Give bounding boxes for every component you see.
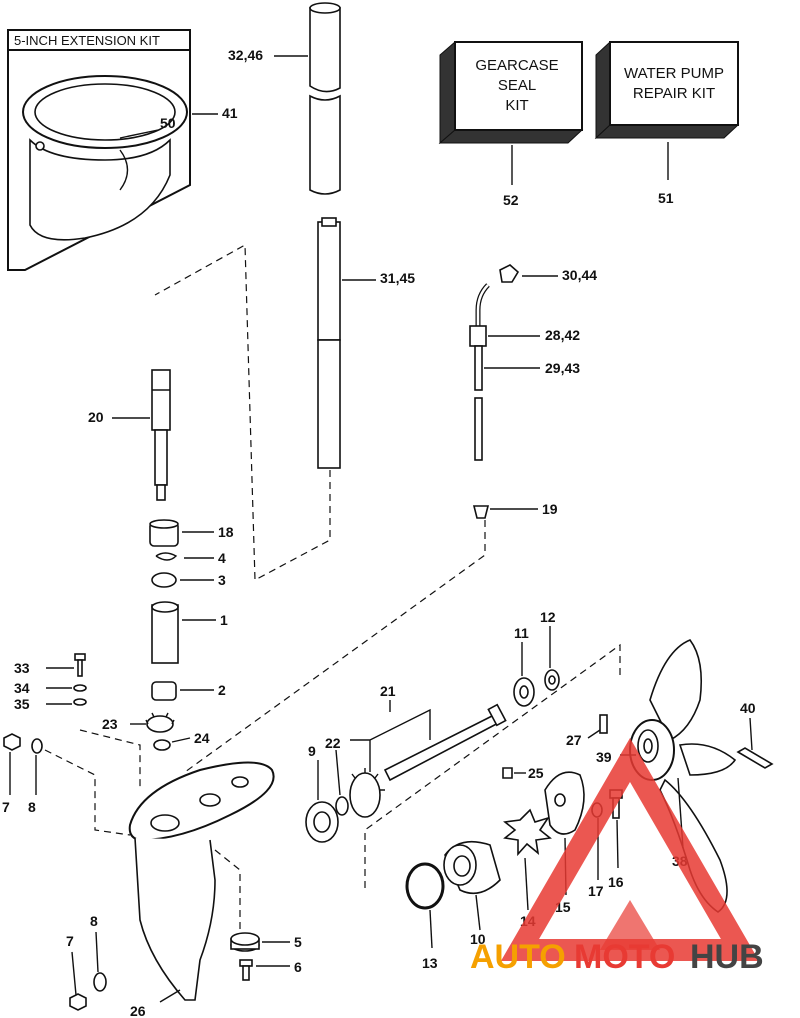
retaining-ring-part-4	[155, 552, 178, 561]
callout-18: 18	[218, 524, 234, 540]
callout-4: 4	[218, 550, 226, 566]
callout-30-44: 30,44	[562, 267, 597, 283]
callout-40: 40	[740, 700, 756, 716]
washer-part-8b	[93, 972, 107, 992]
water-pump-kit-line2: REPAIR KIT	[633, 85, 715, 102]
forward-gear-part	[349, 768, 385, 818]
watermark-auto: AUTO	[470, 938, 566, 976]
callout-9: 9	[308, 743, 316, 759]
callout-7b: 7	[66, 933, 74, 949]
callout-24: 24	[194, 730, 210, 746]
callout-7a: 7	[2, 799, 10, 815]
callout-51: 51	[658, 190, 674, 206]
gearcase-housing-part-26	[128, 761, 275, 1001]
callout-20: 20	[88, 409, 104, 425]
callout-21: 21	[380, 683, 396, 699]
pin-part-27	[599, 714, 608, 734]
callout-13: 13	[422, 955, 438, 971]
pinion-gear-part-23	[145, 712, 175, 733]
cotter-pin-part-40	[736, 747, 774, 769]
seal-part-12	[544, 669, 560, 691]
gearcase-kit-line1: GEARCASE	[475, 57, 558, 74]
extension-kit-inset: 5-INCH EXTENSION KIT	[7, 29, 191, 271]
propeller-shaft-part-21	[383, 703, 507, 782]
pin-part-25	[502, 767, 513, 779]
callout-41: 41	[222, 105, 238, 121]
callout-6: 6	[294, 959, 302, 975]
callout-32-46: 32,46	[228, 47, 263, 63]
callout-52: 52	[503, 192, 519, 208]
callout-33: 33	[14, 660, 30, 676]
bearing-part-18	[149, 519, 179, 547]
nut-part-24	[153, 739, 171, 751]
bearing-part-11	[513, 677, 535, 707]
extension-housing-part	[22, 75, 188, 241]
driveshaft-tube-part	[309, 2, 341, 195]
watermark-hub: HUB	[690, 938, 764, 976]
callout-50: 50	[160, 115, 176, 131]
part-19	[472, 505, 490, 519]
callout-19: 19	[542, 501, 558, 517]
callout-5: 5	[294, 934, 302, 950]
callout-12: 12	[540, 609, 556, 625]
bearing-part-9	[305, 801, 339, 843]
driveshaft-part-20	[151, 369, 171, 501]
callout-27: 27	[566, 732, 582, 748]
callout-3: 3	[218, 572, 226, 588]
callout-26: 26	[130, 1003, 146, 1018]
pump-cover-part-15	[544, 771, 585, 835]
driveshaft-extension-part	[317, 217, 341, 469]
callout-16: 16	[608, 874, 624, 890]
callout-34: 34	[14, 680, 30, 696]
bushing-part-5	[230, 932, 260, 952]
water-pump-kit-box: WATER PUMP REPAIR KIT	[594, 40, 740, 140]
callout-1: 1	[220, 612, 228, 628]
washer-part-22	[335, 796, 349, 816]
sleeve-part-1	[151, 601, 179, 664]
callout-35: 35	[14, 696, 30, 712]
callout-22: 22	[325, 735, 341, 751]
pump-base-part-10	[443, 840, 501, 895]
callout-31-45: 31,45	[380, 270, 415, 286]
callout-28-42: 28,42	[545, 327, 580, 343]
watermark-moto: MOTO	[574, 938, 675, 976]
callout-2: 2	[218, 682, 226, 698]
callout-11: 11	[514, 625, 529, 641]
callout-25: 25	[528, 765, 544, 781]
screw-part-33	[74, 653, 86, 677]
callout-39: 39	[596, 749, 612, 765]
inset-title: 5-INCH EXTENSION KIT	[14, 33, 160, 48]
callout-29-43: 29,43	[545, 360, 580, 376]
nut-part-7b	[69, 993, 87, 1011]
callout-17: 17	[588, 883, 604, 899]
automotohub-watermark-logo	[500, 738, 760, 961]
screw-part-6	[239, 959, 253, 981]
gearcase-kit-line3: KIT	[505, 97, 528, 114]
bearing-part-2	[151, 681, 177, 701]
gearcase-seal-kit-box: GEARCASE SEAL KIT	[438, 40, 584, 145]
o-ring-part-13	[405, 862, 445, 910]
water-pump-kit-line1: WATER PUMP	[624, 65, 724, 82]
washer-part-35	[73, 698, 87, 706]
washer-part-34	[73, 684, 87, 692]
impeller-part-14	[503, 808, 552, 857]
callout-23: 23	[102, 716, 118, 732]
callout-8b: 8	[90, 913, 98, 929]
gearcase-kit-line2: SEAL	[498, 77, 536, 94]
washer-part-8a	[31, 738, 43, 754]
callout-10: 10	[470, 931, 486, 947]
callout-8a: 8	[28, 799, 36, 815]
shift-rod-parts	[469, 264, 520, 461]
washer-part-3	[151, 572, 177, 588]
nut-part-7a	[3, 733, 21, 751]
